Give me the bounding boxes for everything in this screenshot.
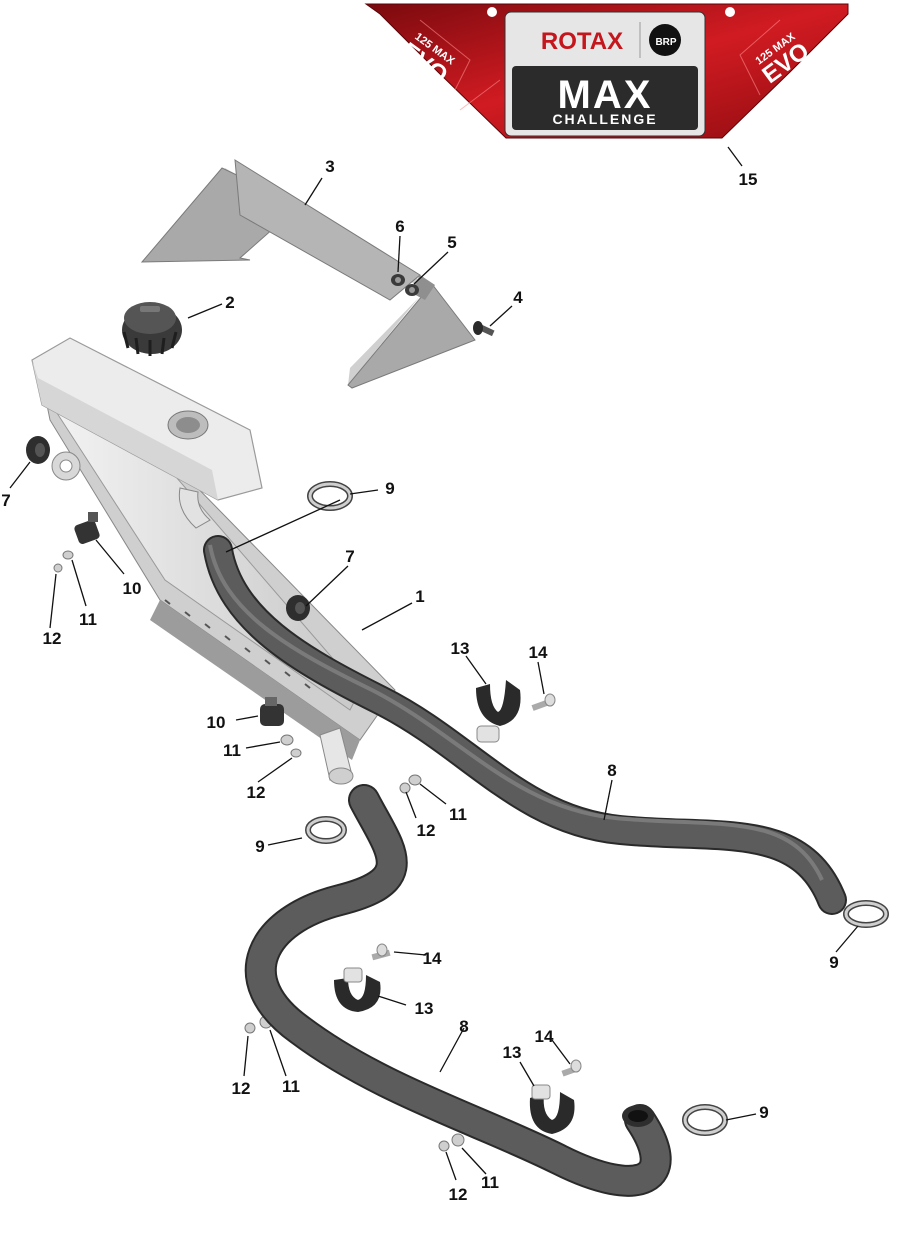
- brp-logo: [649, 24, 681, 56]
- callout-11-b: 11: [223, 741, 241, 760]
- screw-part-14-b: [371, 943, 391, 961]
- callout-11-c: 11: [449, 805, 467, 824]
- callout-9-top: 9: [385, 479, 394, 498]
- callout-11-e: 11: [481, 1173, 499, 1192]
- washer-part-5: [405, 284, 419, 296]
- callout-2: 2: [225, 293, 234, 312]
- nut-part-6: [391, 274, 405, 286]
- callout-1: 1: [415, 587, 424, 606]
- hose-part-8-upper: [203, 535, 847, 915]
- brp-logo-text: BRP: [655, 37, 676, 48]
- callout-7-upper: 7: [1, 491, 10, 510]
- callout-10-upper: 10: [123, 579, 142, 598]
- bolt-part-4: [473, 321, 495, 337]
- callout-12-a: 12: [43, 629, 62, 648]
- hose-clamp-part-9-bottom: [682, 1104, 728, 1136]
- callout-3: 3: [325, 157, 334, 176]
- hose-clip-part-13-a: [476, 680, 521, 743]
- callout-7-mid: 7: [345, 547, 354, 566]
- challenge-title: CHALLENGE: [552, 111, 657, 127]
- hose-clamp-part-9-mid: [305, 816, 347, 844]
- rubber-mount-part-10-lower: [260, 697, 284, 726]
- rubber-mount-part-10-upper: [74, 512, 100, 545]
- callout-13-b: 13: [415, 999, 434, 1018]
- hose-clip-part-13-c: [529, 1084, 575, 1134]
- hose-clamp-part-9-top: [307, 481, 353, 511]
- callout-14-a: 14: [529, 643, 548, 662]
- callout-11-d: 11: [282, 1077, 300, 1096]
- callout-12-d: 12: [232, 1079, 251, 1098]
- hose-clamp-part-9-right: [843, 900, 889, 928]
- grommet-part-7-mid: [286, 595, 310, 621]
- callout-15: 15: [739, 170, 758, 189]
- callout-8-upper: 8: [607, 761, 616, 780]
- grommet-part-7-upper: [26, 436, 50, 464]
- leader-lines: [9, 146, 859, 1181]
- rotax-logo-text: ROTAX: [541, 28, 623, 55]
- callout-8-lower: 8: [459, 1017, 468, 1036]
- hose-part-8-lower: [244, 784, 672, 1197]
- callout-10-lower: 10: [207, 713, 226, 732]
- callout-9-bottom: 9: [759, 1103, 768, 1122]
- max-title: MAX: [558, 73, 653, 117]
- callout-13-a: 13: [451, 639, 470, 658]
- callout-5: 5: [447, 233, 456, 252]
- callout-11-a: 11: [79, 610, 97, 629]
- callout-12-b: 12: [247, 783, 266, 802]
- callout-9-right: 9: [829, 953, 838, 972]
- callout-12-e: 12: [449, 1185, 468, 1204]
- callout-12-c: 12: [417, 821, 436, 840]
- callout-9-mid: 9: [255, 837, 264, 856]
- callout-14-c: 14: [535, 1027, 554, 1046]
- max-challenge-banner: ROTAX BRP MAX CHALLENGE 125 MAX EVO 125 …: [364, 3, 849, 139]
- callout-14-b: 14: [423, 949, 442, 968]
- radiator-cap-part-2: [122, 302, 182, 356]
- screw-part-14-c: [561, 1059, 582, 1077]
- hose-clip-part-13-b: [334, 967, 381, 1012]
- callout-4: 4: [513, 288, 523, 307]
- callout-labels: 15 3 6 5 4 2 7 9 7 1 10 11 12 13 14 10 1…: [1, 157, 838, 1204]
- screw-part-14-a: [531, 693, 556, 711]
- bracket-part-3: [140, 159, 476, 389]
- callout-13-c: 13: [503, 1043, 522, 1062]
- callout-6: 6: [395, 217, 404, 236]
